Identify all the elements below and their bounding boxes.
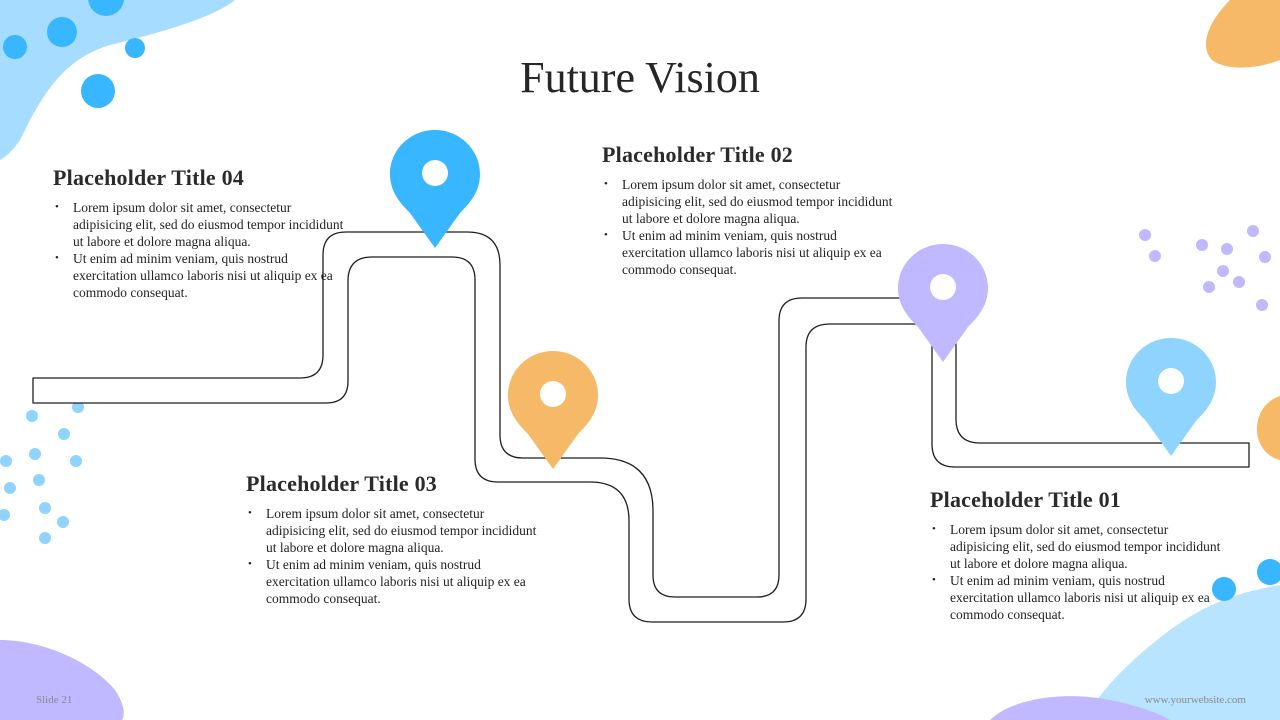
bullet-item: Ut enim ad minim veniam, quis nostrud ex…	[55, 250, 353, 301]
milestone-block-01: Placeholder Title 01 Lorem ipsum dolor s…	[930, 487, 1230, 623]
dot	[39, 502, 51, 514]
bullet-list: Lorem ipsum dolor sit amet, consectetur …	[246, 505, 546, 607]
dot	[1247, 225, 1259, 237]
dot	[57, 516, 69, 528]
dot	[1203, 281, 1215, 293]
blob-right-middle	[1256, 396, 1280, 460]
dot	[0, 509, 10, 521]
milestone-block-04: Placeholder Title 04 Lorem ipsum dolor s…	[53, 165, 353, 301]
dot	[81, 74, 115, 108]
dot	[58, 428, 70, 440]
milestone-block-02: Placeholder Title 02 Lorem ipsum dolor s…	[602, 142, 897, 278]
bullet-list: Lorem ipsum dolor sit amet, consectetur …	[53, 199, 353, 301]
bullet-item: Lorem ipsum dolor sit amet, consectetur …	[604, 176, 897, 227]
bullet-item: Ut enim ad minim veniam, quis nostrud ex…	[932, 572, 1230, 623]
bullet-item: Ut enim ad minim veniam, quis nostrud ex…	[248, 556, 546, 607]
milestone-title: Placeholder Title 02	[602, 142, 793, 167]
dot	[1196, 239, 1208, 251]
dot	[47, 17, 77, 47]
dot	[33, 474, 45, 486]
bullet-item: Lorem ipsum dolor sit amet, consectetur …	[248, 505, 546, 556]
website-url: www.yourwebsite.com	[1144, 694, 1246, 706]
dot	[1259, 251, 1271, 263]
dot	[72, 401, 84, 413]
map-pin-icon	[390, 130, 480, 248]
dot	[39, 532, 51, 544]
dot	[4, 482, 16, 494]
dot	[1139, 229, 1151, 241]
milestone-block-03: Placeholder Title 03 Lorem ipsum dolor s…	[246, 471, 546, 607]
blob-bottom-right-lavender	[990, 696, 1170, 720]
dot	[1233, 276, 1245, 288]
slide-number: Slide 21	[36, 694, 73, 706]
dot	[26, 410, 38, 422]
dot	[1256, 299, 1268, 311]
map-pin-icon	[1126, 338, 1216, 456]
milestone-title: Placeholder Title 01	[930, 487, 1121, 512]
bullet-item: Lorem ipsum dolor sit amet, consectetur …	[932, 521, 1230, 572]
dot	[0, 455, 12, 467]
dot	[70, 455, 82, 467]
slide-title: Future Vision	[520, 53, 760, 102]
bullet-list: Lorem ipsum dolor sit amet, consectetur …	[930, 521, 1230, 623]
bullet-item: Ut enim ad minim veniam, quis nostrud ex…	[604, 227, 897, 278]
dot	[1149, 250, 1161, 262]
dot	[3, 35, 27, 59]
blob-top-right	[1205, 0, 1280, 68]
bullet-list: Lorem ipsum dolor sit amet, consectetur …	[602, 176, 897, 278]
map-pin-icon	[508, 351, 598, 469]
milestone-title: Placeholder Title 04	[53, 165, 244, 190]
blob-bottom-right	[1085, 585, 1280, 720]
dot	[29, 448, 41, 460]
blob-bottom-left	[0, 640, 124, 720]
milestone-title: Placeholder Title 03	[246, 471, 437, 496]
dot	[1217, 265, 1229, 277]
dot	[1221, 243, 1233, 255]
dot	[125, 38, 145, 58]
dot	[1257, 559, 1280, 585]
dot	[88, 0, 124, 16]
map-pin-icon	[898, 244, 988, 362]
bullet-item: Lorem ipsum dolor sit amet, consectetur …	[55, 199, 353, 250]
